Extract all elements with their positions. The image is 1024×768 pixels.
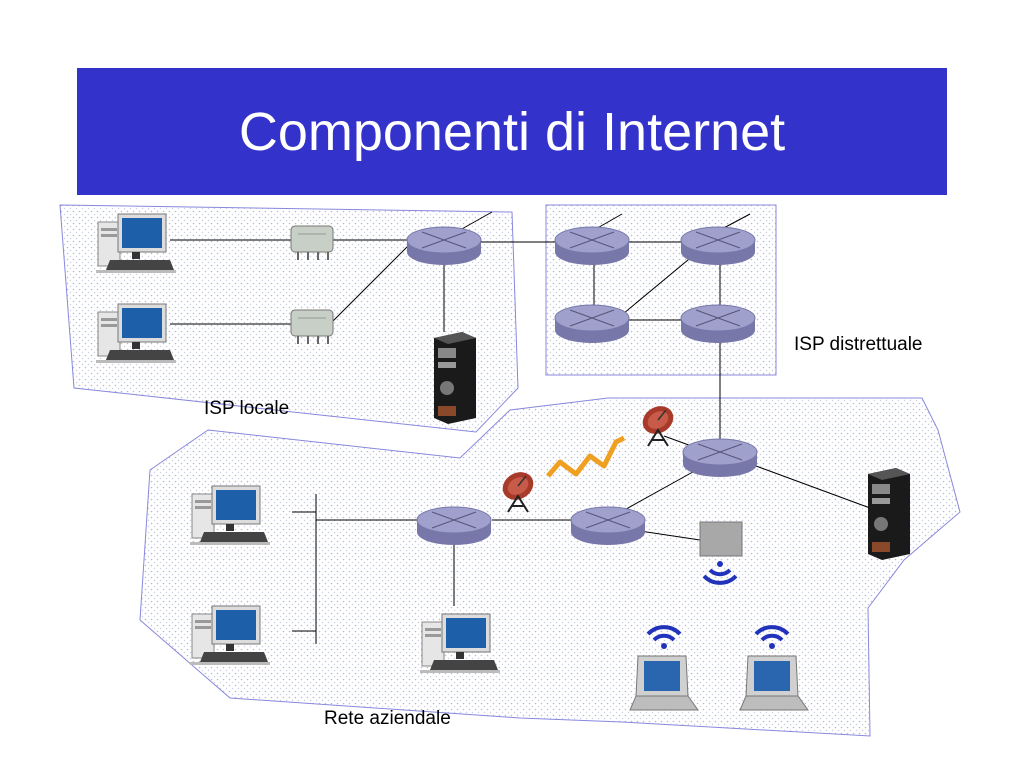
server-tower-icon (868, 468, 910, 560)
desktop-computer-icon (189, 605, 271, 666)
router-distrettuale-bottom-left (554, 304, 630, 344)
router-rete-aziendale-center (570, 506, 646, 546)
router-distrettuale-top-right (680, 226, 756, 266)
radio-link-icon (546, 435, 626, 478)
server-tower-icon (434, 332, 476, 424)
router-rete-aziendale-left (416, 506, 492, 546)
router-distrettuale-top-left (554, 226, 630, 266)
label-isp-locale: ISP locale (204, 398, 290, 419)
router-rete-aziendale-gateway (682, 438, 758, 478)
access-point-icon (699, 521, 743, 557)
desktop-computer-icon (419, 613, 501, 674)
region-rete-aziendale (139, 397, 961, 737)
router-distrettuale-bottom-right (680, 304, 756, 344)
page-title: Componenti di Internet (238, 101, 786, 162)
router-isp-locale (406, 226, 482, 266)
label-rete-aziendale: Rete aziendale (324, 708, 451, 729)
desktop-computer-icon (95, 303, 177, 364)
desktop-computer-icon (189, 485, 271, 546)
title-bar: Componenti di Internet (77, 68, 947, 195)
desktop-computer-icon (95, 213, 177, 274)
label-isp-distrettuale: ISP distrettuale (794, 334, 923, 355)
region-isp-locale (59, 204, 519, 433)
